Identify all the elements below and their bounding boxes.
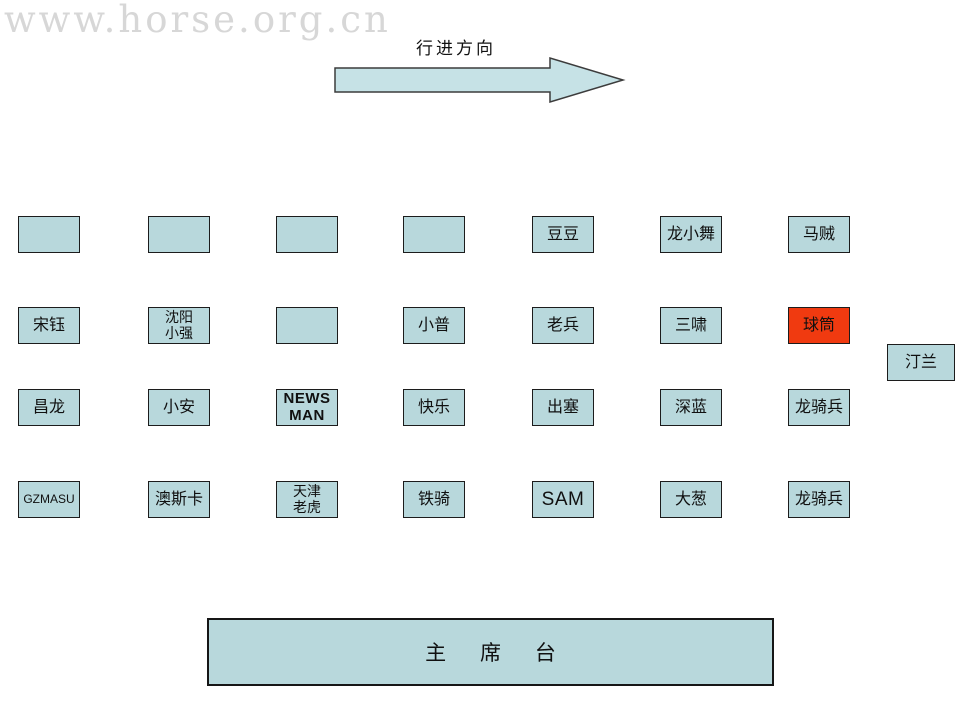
seat-box-empty — [18, 216, 80, 253]
seat-box: 昌龙 — [18, 389, 80, 426]
seat-box: 豆豆 — [532, 216, 594, 253]
seat-box: 小普 — [403, 307, 465, 344]
seat-box: 大葱 — [660, 481, 722, 518]
seat-box-empty — [276, 216, 338, 253]
seat-box: 龙骑兵 — [788, 481, 850, 518]
seat-box: 天津 老虎 — [276, 481, 338, 518]
seat-box: 龙骑兵 — [788, 389, 850, 426]
stage-box: 主 席 台 — [207, 618, 774, 686]
seat-box: 老兵 — [532, 307, 594, 344]
seat-box-highlighted: 球筒 — [788, 307, 850, 344]
seat-box: 马贼 — [788, 216, 850, 253]
seat-box-side: 汀兰 — [887, 344, 955, 381]
seat-box: 深蓝 — [660, 389, 722, 426]
seat-box: 快乐 — [403, 389, 465, 426]
seat-box: SAM — [532, 481, 594, 518]
direction-label: 行进方向 — [416, 39, 496, 58]
seat-box: 出塞 — [532, 389, 594, 426]
seat-box: 宋钰 — [18, 307, 80, 344]
direction-arrow-icon — [334, 56, 626, 104]
watermark-text: www.horse.org.cn — [4, 0, 391, 41]
seat-box: 龙小舞 — [660, 216, 722, 253]
seat-box: 沈阳 小强 — [148, 307, 210, 344]
seat-box: NEWS MAN — [276, 389, 338, 426]
seat-box-empty — [148, 216, 210, 253]
seat-box: 铁骑 — [403, 481, 465, 518]
stage-label: 主 席 台 — [425, 642, 570, 665]
seat-box: GZMASU — [18, 481, 80, 518]
seat-box: 澳斯卡 — [148, 481, 210, 518]
seat-box-empty — [276, 307, 338, 344]
seat-box: 三啸 — [660, 307, 722, 344]
seat-box: 小安 — [148, 389, 210, 426]
seat-box-empty — [403, 216, 465, 253]
